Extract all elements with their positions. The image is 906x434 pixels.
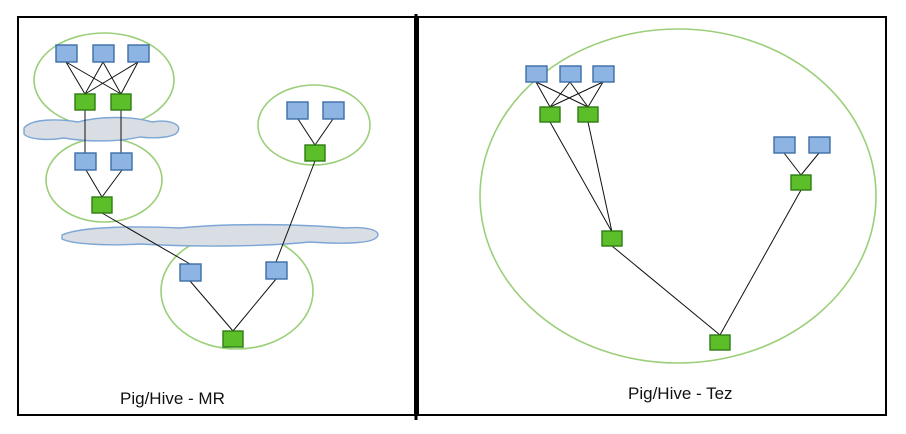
edge <box>101 169 123 198</box>
edge <box>535 81 589 108</box>
edge <box>101 212 191 265</box>
mr-input-nodes <box>55 44 345 282</box>
edge <box>84 61 139 95</box>
mr-task-nodes <box>74 93 326 348</box>
edge <box>783 152 802 176</box>
task-node <box>222 330 244 348</box>
task-node <box>577 106 599 123</box>
input-node <box>525 65 548 83</box>
edge <box>535 81 551 108</box>
edge <box>800 152 820 176</box>
input-node <box>265 261 288 280</box>
mr-cloud-lower <box>61 223 379 247</box>
edge <box>611 245 721 336</box>
input-node <box>286 101 309 120</box>
panel-mr: Pig/Hive - MR <box>17 16 416 416</box>
input-node <box>74 152 97 171</box>
input-node <box>592 65 615 83</box>
edge <box>275 160 316 263</box>
panel-tez: Pig/Hive - Tez <box>417 16 887 416</box>
tez-input-nodes <box>525 65 831 154</box>
input-node <box>808 136 831 154</box>
edge <box>297 118 316 146</box>
tez-edges <box>535 81 820 336</box>
edge <box>549 81 571 108</box>
panel-mr-border <box>17 16 416 416</box>
edge <box>549 81 604 108</box>
task-node <box>91 196 113 214</box>
edge <box>569 81 589 108</box>
edge <box>84 61 104 95</box>
input-node <box>179 263 202 282</box>
mr-cloud-upper <box>23 116 180 142</box>
task-node <box>790 174 812 191</box>
input-node <box>559 65 582 83</box>
input-node <box>322 101 345 120</box>
edge <box>189 280 234 332</box>
mr-edges <box>65 61 334 332</box>
input-node <box>110 152 133 171</box>
task-node <box>74 93 96 111</box>
tez-task-nodes <box>539 106 812 351</box>
panel-tez-caption: Pig/Hive - Tez <box>628 384 733 403</box>
input-node <box>55 44 78 63</box>
task-node <box>601 230 623 247</box>
input-node <box>773 136 796 154</box>
edge <box>232 278 277 332</box>
input-node <box>92 44 115 63</box>
mr-stage-3-ellipse <box>257 84 371 166</box>
panel-tez-border <box>417 16 887 416</box>
edge <box>85 169 103 198</box>
edge <box>549 121 613 233</box>
task-node <box>709 334 731 351</box>
edge <box>314 118 334 146</box>
task-node <box>304 144 326 162</box>
edge <box>587 121 613 233</box>
edge <box>719 189 802 336</box>
edge <box>587 81 604 108</box>
input-node <box>127 44 150 63</box>
task-node <box>110 93 132 111</box>
edge <box>120 61 139 95</box>
tez-dag-ellipse <box>479 28 877 364</box>
task-node <box>539 106 561 123</box>
edge <box>65 61 86 95</box>
panel-mr-caption: Pig/Hive - MR <box>120 389 225 408</box>
